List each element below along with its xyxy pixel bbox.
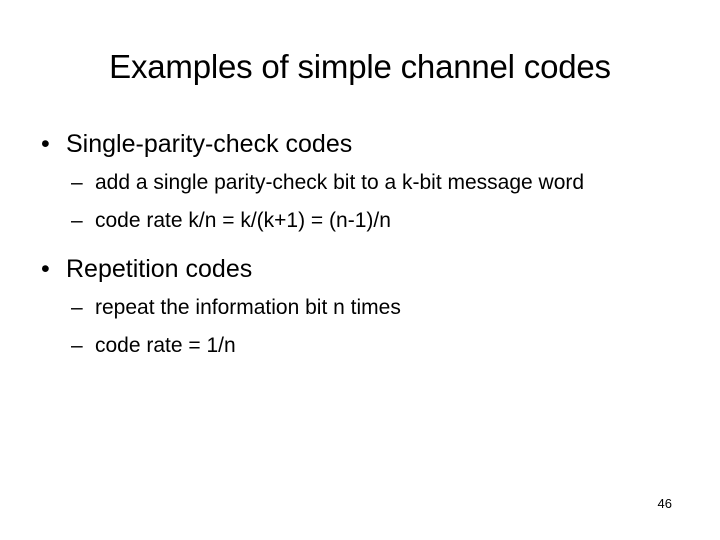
slide-body: • Single-parity-check codes – add a sing… — [0, 128, 720, 361]
sub-bullet-item-code-rate-kn: – code rate k/n = k/(k+1) = (n-1)/n — [0, 206, 695, 236]
slide-title: Examples of simple channel codes — [109, 48, 611, 85]
bullet-section-1: • Single-parity-check codes – add a sing… — [0, 128, 720, 236]
sub-bullet-label: add a single parity-check bit to a k-bit… — [95, 171, 585, 194]
sub-bullet-item-add-parity-bit: – add a single parity-check bit to a k-b… — [0, 168, 695, 198]
bullet-dot-icon: • — [41, 255, 50, 283]
bullet-label: Single-parity-check codes — [66, 130, 353, 158]
bullet-label: Repetition codes — [66, 255, 253, 283]
dash-marker-icon: – — [71, 296, 83, 319]
sub-bullet-label: code rate k/n = k/(k+1) = (n-1)/n — [95, 209, 391, 232]
sub-bullet-label: code rate = 1/n — [95, 334, 236, 357]
dash-marker-icon: – — [71, 171, 83, 194]
sub-bullet-label: repeat the information bit n times — [95, 296, 401, 319]
dash-marker-icon: – — [71, 209, 83, 232]
bullet-item-single-parity-check: • Single-parity-check codes — [0, 128, 720, 160]
dash-marker-icon: – — [71, 334, 83, 357]
bullet-item-repetition-codes: • Repetition codes — [0, 253, 720, 285]
bullet-section-2: • Repetition codes – repeat the informat… — [0, 253, 720, 361]
slide-page-number: 46 — [657, 496, 672, 511]
sub-bullet-item-repeat-information-bit: – repeat the information bit n times — [0, 293, 695, 323]
bullet-dot-icon: • — [41, 130, 50, 158]
sub-bullet-item-code-rate-1n: – code rate = 1/n — [0, 331, 695, 361]
